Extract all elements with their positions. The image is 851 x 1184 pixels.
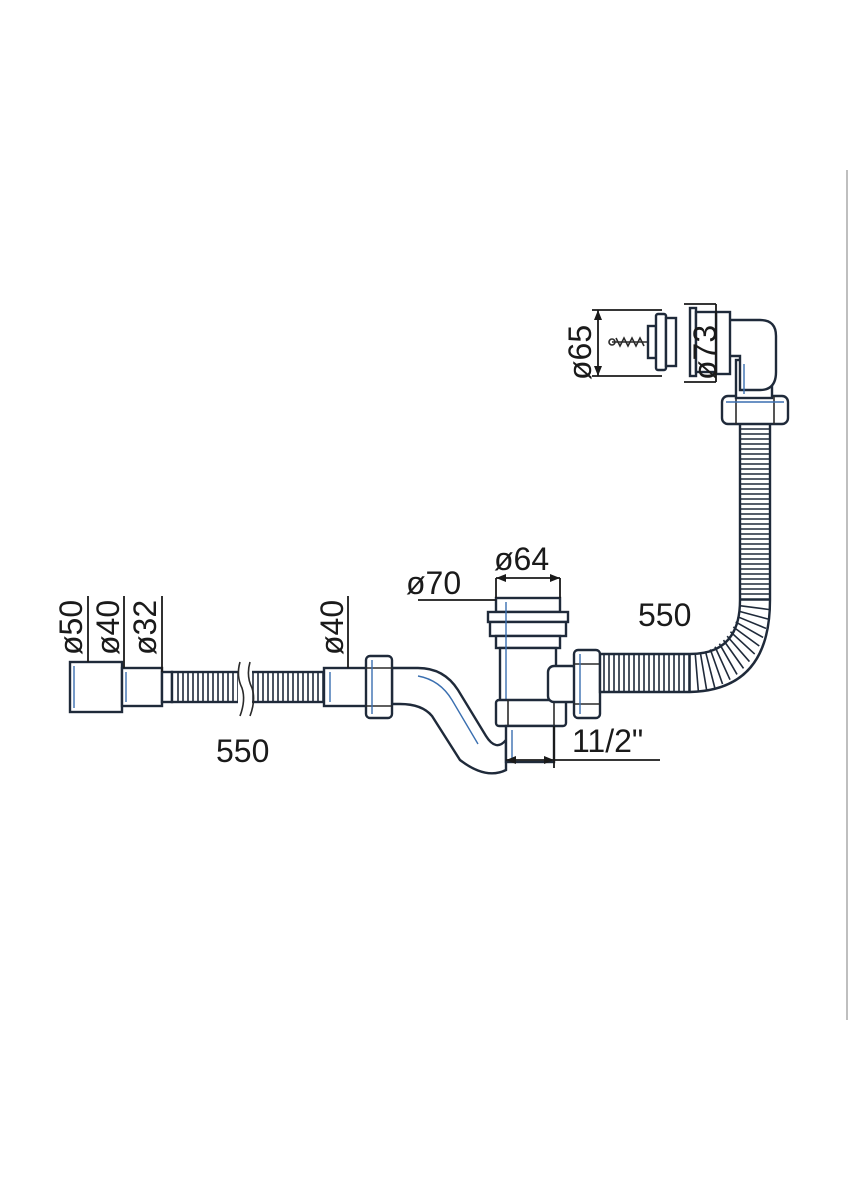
label-cap-d64: ø64 <box>494 541 549 577</box>
plug-assembly <box>608 306 718 378</box>
hose-top-nut <box>720 394 790 426</box>
label-hose-right-length: 550 <box>638 597 691 633</box>
right-border-line <box>846 170 848 1020</box>
label-outlet-d40: ø40 <box>90 600 126 655</box>
label-outlet-d32: ø32 <box>127 600 163 655</box>
left-hose-connector <box>322 666 370 708</box>
right-corrugated-hose <box>598 418 772 694</box>
outlet-adapter <box>68 660 174 714</box>
dimension-lines <box>87 303 717 768</box>
label-thread-size: 11/2" <box>572 723 643 759</box>
label-connector-d40: ø40 <box>314 600 350 655</box>
label-body-d70: ø70 <box>406 565 461 601</box>
drain-body <box>486 596 570 764</box>
overflow-elbow <box>714 310 778 400</box>
hose-ribs-right <box>603 423 770 692</box>
hose-ribs-left <box>177 673 324 701</box>
s-trap <box>390 666 508 775</box>
label-plug-d65: ø65 <box>562 325 598 380</box>
label-plug-d73: ø73 <box>687 325 723 380</box>
label-hose-left-length: 550 <box>216 733 269 769</box>
trap-union-nut-left <box>364 654 394 720</box>
label-outlet-d50: ø50 <box>53 600 89 655</box>
left-corrugated-hose <box>170 660 334 720</box>
overflow-branch <box>546 648 602 720</box>
